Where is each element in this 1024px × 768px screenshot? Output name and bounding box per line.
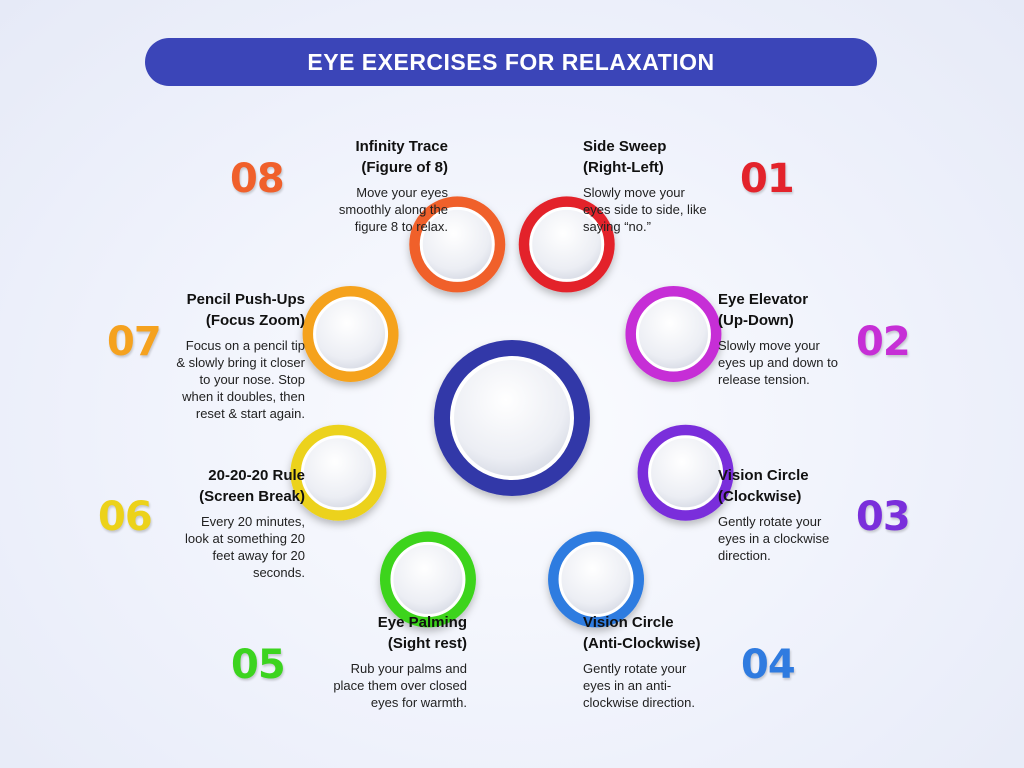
step-description: Slowly move your eyes up and down to rel… — [718, 337, 838, 388]
ring-inner-05 — [390, 541, 466, 617]
ring-inner-03 — [648, 435, 724, 511]
step-description: Move your eyes smoothly along the figure… — [339, 184, 448, 235]
ring-inner-01 — [529, 206, 605, 282]
step-title-line1: Vision Circle — [583, 614, 674, 631]
step-description: Slowly move your eyes side to side, like… — [583, 184, 707, 235]
desc-line: direction. — [718, 548, 771, 563]
step-title-line1: Infinity Trace — [355, 138, 448, 155]
desc-line: figure 8 to relax. — [354, 219, 448, 234]
step-06: 20-20-20 Rule (Screen Break) Every 20 mi… — [185, 465, 305, 581]
step-description: Rub your palms and place them over close… — [333, 660, 467, 711]
desc-line: Move your eyes — [356, 185, 448, 200]
step-description: Gently rotate your eyes in an anti- cloc… — [583, 660, 701, 711]
step-title-line2: (Up-Down) — [718, 312, 794, 329]
step-title-line2: (Right-Left) — [583, 159, 664, 176]
step-number-08: 08 — [230, 156, 285, 202]
step-title: Side Sweep (Right-Left) — [583, 136, 707, 178]
step-title: Pencil Push-Ups (Focus Zoom) — [176, 289, 305, 331]
step-number-07: 07 — [107, 319, 162, 365]
desc-line: feet away for 20 — [212, 548, 306, 563]
desc-line: Gently rotate your — [583, 661, 687, 676]
ring-inner-07 — [313, 296, 389, 372]
step-title-line2: (Focus Zoom) — [205, 312, 305, 329]
step-title-line1: Eye Elevator — [718, 291, 809, 308]
desc-line: Every 20 minutes, — [200, 514, 305, 529]
desc-line: eyes side to side, like — [583, 202, 707, 217]
desc-line: when it doubles, then — [182, 389, 305, 404]
desc-line: Rub your palms and — [350, 661, 467, 676]
desc-line: release tension. — [718, 372, 810, 387]
desc-line: Focus on a pencil tip — [185, 338, 305, 353]
step-04: Vision Circle (Anti-Clockwise) Gently ro… — [583, 612, 701, 711]
step-02: Eye Elevator (Up-Down) Slowly move your … — [718, 289, 838, 388]
ring-inner-08 — [419, 206, 495, 282]
step-title: Vision Circle (Clockwise) — [718, 465, 829, 507]
ring-inner-06 — [300, 435, 376, 511]
step-title-line2: (Sight rest) — [387, 635, 467, 652]
desc-line: smoothly along the — [338, 202, 448, 217]
desc-line: Slowly move your — [583, 185, 685, 200]
step-title-line2: (Screen Break) — [199, 488, 305, 505]
step-title-line2: (Anti-Clockwise) — [583, 635, 701, 652]
step-number-05: 05 — [231, 642, 286, 688]
ring-inner-04 — [558, 541, 634, 617]
ring-inner-02 — [635, 296, 711, 372]
desc-line: Gently rotate your — [718, 514, 822, 529]
desc-line: to your nose. Stop — [199, 372, 305, 387]
desc-line: eyes up and down to — [718, 355, 838, 370]
desc-line: reset & start again. — [195, 406, 305, 421]
desc-line: eyes in a clockwise — [718, 531, 830, 546]
step-07: Pencil Push-Ups (Focus Zoom) Focus on a … — [176, 289, 305, 422]
center-ring-inner — [450, 356, 574, 480]
step-title-line2: (Clockwise) — [718, 488, 802, 505]
step-title: Eye Palming (Sight rest) — [333, 612, 467, 654]
step-title-line1: Side Sweep — [583, 138, 667, 155]
step-title-line1: Eye Palming — [377, 614, 467, 631]
step-title: Vision Circle (Anti-Clockwise) — [583, 612, 701, 654]
step-description: Every 20 minutes, look at something 20 f… — [185, 513, 305, 581]
step-title: Infinity Trace (Figure of 8) — [339, 136, 448, 178]
desc-line: eyes in an anti- — [583, 678, 672, 693]
step-number-01: 01 — [740, 156, 795, 202]
desc-line: clockwise direction. — [583, 695, 695, 710]
step-05: Eye Palming (Sight rest) Rub your palms … — [333, 612, 467, 711]
title-banner: EYE EXERCISES FOR RELAXATION — [145, 38, 877, 86]
step-title-line2: (Figure of 8) — [361, 159, 448, 176]
desc-line: eyes for warmth. — [370, 695, 467, 710]
step-03: Vision Circle (Clockwise) Gently rotate … — [718, 465, 829, 564]
step-description: Focus on a pencil tip & slowly bring it … — [176, 337, 305, 422]
step-description: Gently rotate your eyes in a clockwise d… — [718, 513, 829, 564]
step-title-line1: Pencil Push-Ups — [186, 291, 305, 308]
page-title: EYE EXERCISES FOR RELAXATION — [307, 48, 715, 75]
step-title-line1: 20-20-20 Rule — [208, 467, 305, 484]
desc-line: Slowly move your — [718, 338, 820, 353]
desc-line: place them over closed — [333, 678, 467, 693]
step-number-02: 02 — [856, 319, 911, 365]
desc-line: saying “no.” — [583, 219, 651, 234]
step-01: Side Sweep (Right-Left) Slowly move your… — [583, 136, 707, 235]
step-title-line1: Vision Circle — [718, 467, 809, 484]
step-number-04: 04 — [741, 642, 796, 688]
desc-line: & slowly bring it closer — [176, 355, 305, 370]
step-number-06: 06 — [98, 494, 153, 540]
desc-line: look at something 20 — [185, 531, 305, 546]
step-08: Infinity Trace (Figure of 8) Move your e… — [339, 136, 448, 235]
desc-line: seconds. — [252, 565, 305, 580]
step-number-03: 03 — [856, 494, 911, 540]
step-title: Eye Elevator (Up-Down) — [718, 289, 838, 331]
step-title: 20-20-20 Rule (Screen Break) — [185, 465, 305, 507]
